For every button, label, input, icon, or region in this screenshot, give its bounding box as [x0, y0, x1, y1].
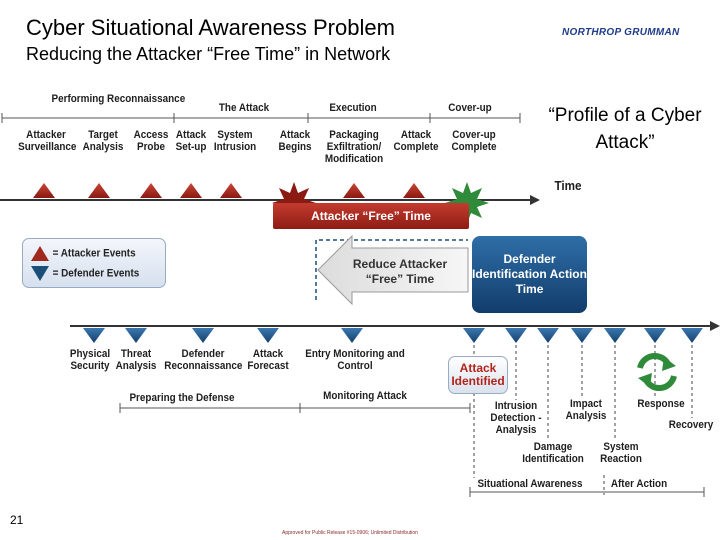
defender-marker — [257, 328, 279, 343]
attacker-marker — [403, 183, 425, 198]
time-axis-arrow — [530, 195, 540, 205]
defender-marker — [463, 328, 485, 343]
attacker-triangle-icon — [31, 246, 49, 261]
phase-situational-awareness: Situational Awareness — [477, 478, 583, 490]
time-label: Time — [554, 178, 582, 193]
defender-marker — [537, 328, 559, 343]
attacker-marker — [33, 183, 55, 198]
defender-event-label: Defender Reconnaissance — [164, 348, 243, 372]
defender-event-label: Attack Forecast — [247, 348, 289, 372]
reduce-bracket — [315, 239, 468, 300]
phase-header-cover-up: Cover-up — [448, 102, 492, 114]
defender-marker — [644, 328, 666, 343]
defender-marker — [192, 328, 214, 343]
attacker-event-label: Packaging Exfiltration/ Modification — [324, 129, 384, 165]
defender-marker — [125, 328, 147, 343]
attacker-event-markers — [33, 183, 425, 198]
page-number: 21 — [10, 513, 24, 527]
legend-attacker: = Attacker Events — [31, 246, 136, 261]
recovery-cycle-icon — [637, 352, 677, 392]
phase-preparing-defense: Preparing the Defense — [129, 392, 235, 404]
attacker-event-label: Access Probe — [133, 129, 169, 153]
response-event-label: System Reaction — [600, 441, 642, 465]
attacker-marker — [220, 183, 242, 198]
attack-identified-box: Attack Identified — [448, 356, 508, 394]
legend-defender: = Defender Events — [31, 266, 139, 281]
response-event-label: Intrusion Detection - Analysis — [490, 400, 542, 436]
phase-after-action: After Action — [610, 478, 668, 490]
attacker-event-label: Attack Complete — [393, 129, 439, 153]
defender-event-label: Entry Monitoring and Control — [305, 348, 405, 372]
northrop-grumman-logo: NORTHROP GRUMMAN — [562, 27, 680, 38]
defender-event-markers — [83, 328, 703, 343]
attacker-event-label: Attack Set-up — [175, 129, 207, 153]
defender-marker — [604, 328, 626, 343]
defender-marker — [341, 328, 363, 343]
defender-triangle-icon — [31, 266, 49, 281]
defender-marker — [83, 328, 105, 343]
phase-header-attack: The Attack — [218, 102, 270, 114]
response-event-label: Response — [637, 398, 685, 410]
attacker-event-label: Cover-up Complete — [451, 129, 497, 153]
defender-marker — [681, 328, 703, 343]
attacker-marker — [180, 183, 202, 198]
slide-subtitle: Reducing the Attacker “Free Time” in Net… — [26, 44, 391, 64]
attacker-free-time-bar: Attacker “Free” Time — [273, 203, 469, 229]
response-event-label: Recovery — [668, 419, 714, 431]
phase-header-reconnaissance: Performing Reconnaissance — [51, 93, 186, 105]
defender-axis-arrow — [710, 321, 720, 331]
reduce-free-time-label: Reduce Attacker “Free” Time — [352, 257, 448, 286]
defender-event-label: Threat Analysis — [115, 348, 157, 372]
attacker-marker — [88, 183, 110, 198]
attacker-event-label: Target Analysis — [82, 129, 124, 153]
profile-label: “Profile of a Cyber Attack” — [548, 105, 702, 153]
attacker-event-label: System Intrusion — [213, 129, 257, 153]
response-event-label: Damage Identification — [522, 441, 584, 465]
defender-marker — [505, 328, 527, 343]
reduce-arrow — [317, 234, 469, 306]
slide-title: Cyber Situational Awareness Problem — [26, 15, 395, 40]
attacker-event-label: Attacker Surveillance — [18, 129, 77, 153]
legend: = Attacker Events = Defender Events — [22, 238, 166, 288]
phase-monitoring-attack: Monitoring Attack — [323, 390, 407, 402]
footer-notice: Approved for Public Release #15-0906; Un… — [282, 530, 418, 536]
response-event-label: Impact Analysis — [565, 398, 607, 422]
defender-identification-box: Defender Identification Action Time — [472, 236, 587, 313]
attacker-event-label: Attack Begins — [278, 129, 312, 153]
defender-marker — [571, 328, 593, 343]
attacker-marker — [140, 183, 162, 198]
defender-event-label: Physical Security — [69, 348, 111, 372]
phase-header-execution: Execution — [329, 102, 377, 114]
attacker-marker — [343, 183, 365, 198]
